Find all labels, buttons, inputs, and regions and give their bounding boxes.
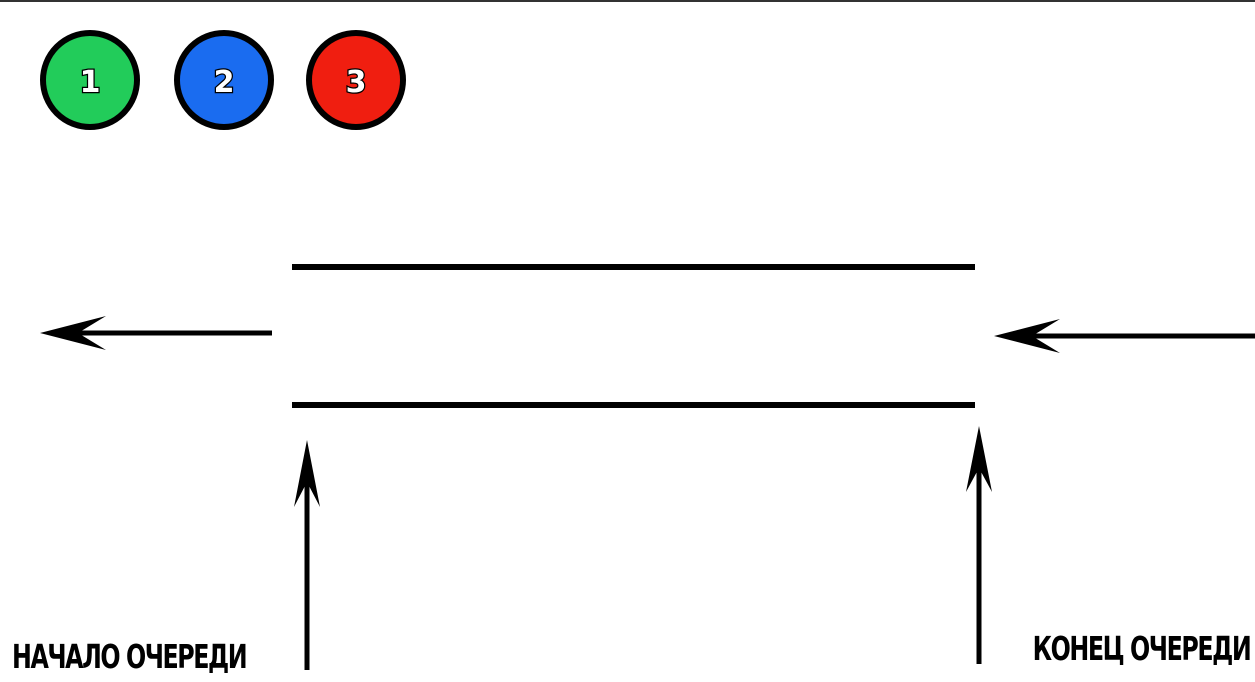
circle-2: 2 <box>174 30 274 130</box>
enter-arrow-head <box>994 319 1060 353</box>
queue-end-label: КОНЕЦ ОЧЕРЕДИ <box>1032 629 1251 668</box>
start-pointer-arrow <box>294 440 320 670</box>
circle-3-label: 3 <box>346 65 367 100</box>
circle-3-shape <box>306 30 406 130</box>
end-pointer-arrow <box>966 426 992 664</box>
enter-arrow <box>994 319 1255 353</box>
circle-3: 3 <box>306 30 406 130</box>
circle-1-shape <box>40 30 140 130</box>
exit-arrow-head <box>40 316 106 350</box>
circle-2-label: 2 <box>214 65 235 100</box>
exit-arrow <box>40 316 272 350</box>
circle-2-shape <box>174 30 274 130</box>
end-pointer-head <box>966 426 992 492</box>
start-pointer-head <box>294 440 320 507</box>
circle-1-label: 1 <box>80 65 101 100</box>
queue-start-label: НАЧАЛО ОЧЕРЕДИ <box>12 637 248 676</box>
circle-1: 1 <box>40 30 140 130</box>
